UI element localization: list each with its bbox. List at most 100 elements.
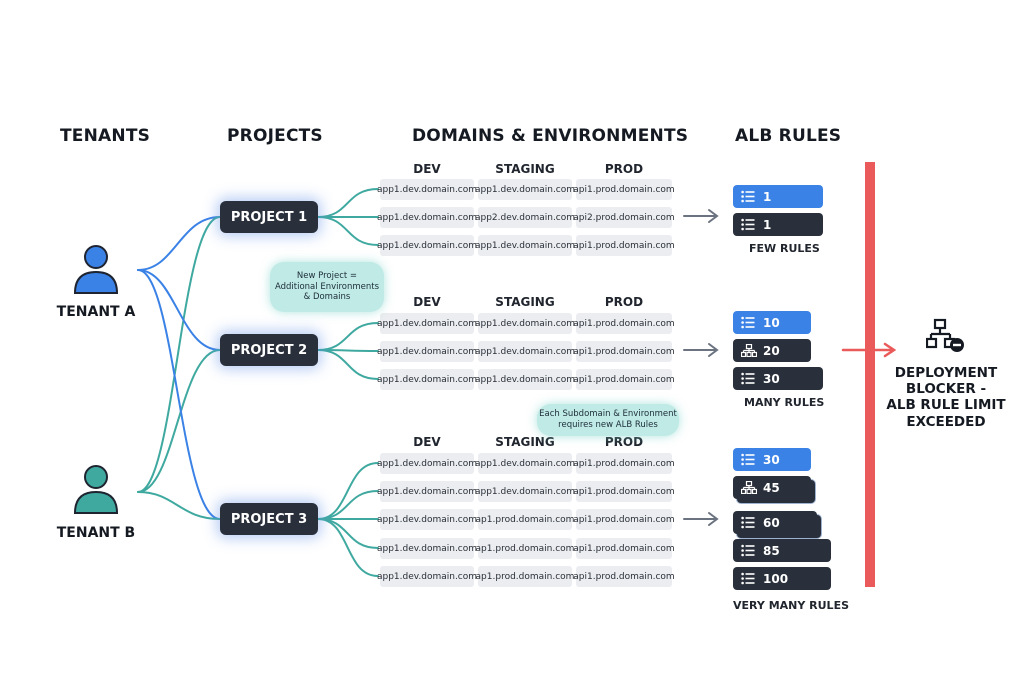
header-alb-rules: ALB RULES <box>735 126 842 146</box>
alb-rule-badge: 45 <box>733 476 811 499</box>
rules-arrow-head <box>708 209 719 223</box>
rules-caption: VERY MANY RULES <box>733 599 849 612</box>
domain-cell: app1.dev.domain.com <box>377 207 477 228</box>
domain-cell: app1.dev.domain.com <box>377 538 477 559</box>
domain-cell: app1.dev.domain.com <box>377 235 477 256</box>
alb-rule-badge: 30 <box>733 367 823 390</box>
domain-cell: ap1.prod.domain.com <box>476 566 574 587</box>
list-icon <box>741 453 755 469</box>
alb-rule-badge: 85 <box>733 539 831 562</box>
callout-each-subdomain-text: Each Subdomain & Environment requires ne… <box>539 409 677 430</box>
callout-new-project: New Project = Additional Environments & … <box>270 262 384 312</box>
alb-rule-count: 30 <box>763 452 780 467</box>
alb-rule-count: 20 <box>763 343 780 358</box>
domain-cell: api1.prod.domain.com <box>573 179 675 200</box>
list-icon <box>741 544 755 560</box>
domain-cell: app1.dev.domain.com <box>377 509 477 530</box>
domain-cell: ap1.prod.domain.com <box>476 509 574 530</box>
env-header-prod: PROD <box>604 435 644 449</box>
project-domain-connector <box>317 518 379 577</box>
list-icon <box>741 218 755 234</box>
project-domain-connector <box>317 518 379 549</box>
domain-cell: api1.prod.domain.com <box>573 235 675 256</box>
domain-cell: app1.dev.domain.com <box>475 453 575 474</box>
domain-cell: app1.dev.domain.com <box>377 313 477 334</box>
alb-rule-count: 30 <box>763 371 780 386</box>
list-icon <box>741 572 755 588</box>
tenant-a-icon <box>72 243 120 300</box>
tenant-a-connector <box>137 216 221 271</box>
domain-cell: app1.dev.domain.com <box>475 235 575 256</box>
tenant-b-connector <box>137 216 221 493</box>
env-header-staging: STAGING <box>495 295 555 309</box>
alb-rule-count: 100 <box>763 571 789 586</box>
domain-cell: app1.dev.domain.com <box>475 179 575 200</box>
rules-caption: FEW RULES <box>749 242 820 255</box>
rules-caption: MANY RULES <box>744 396 825 409</box>
project-domain-connector <box>317 322 379 351</box>
domain-cell: app1.dev.domain.com <box>377 453 477 474</box>
alb-rule-badge: 1 <box>733 213 823 236</box>
domain-cell: app1.dev.domain.com <box>475 341 575 362</box>
hierarchy-blocked-icon <box>925 318 966 359</box>
hierarchy-icon <box>740 343 758 360</box>
domain-cell: api1.prod.domain.com <box>573 341 675 362</box>
project-domain-connector <box>317 349 379 380</box>
deployment-blocker-label: DEPLOYMENT BLOCKER - ALB RULE LIMIT EXCE… <box>886 365 1006 430</box>
project-domain-connector <box>317 490 379 520</box>
env-header-dev: DEV <box>413 162 441 176</box>
list-icon <box>741 372 755 388</box>
hierarchy-icon <box>740 480 758 497</box>
project-domain-connector <box>317 462 379 520</box>
blocker-arrow-head <box>883 342 897 358</box>
domain-cell: app1.dev.domain.com <box>377 341 477 362</box>
list-icon <box>741 516 755 532</box>
domain-cell: api1.prod.domain.com <box>573 538 675 559</box>
domain-cell: ap1.prod.domain.com <box>476 538 574 559</box>
domain-cell: app1.dev.domain.com <box>475 369 575 390</box>
alb-rule-badge: 10 <box>733 311 811 334</box>
env-header-staging: STAGING <box>495 162 555 176</box>
project-1-node[interactable]: PROJECT 1 <box>220 201 318 233</box>
alb-rule-badge: 60 <box>733 511 817 534</box>
alb-rule-count: 1 <box>763 189 772 204</box>
alb-rule-count: 45 <box>763 480 780 495</box>
domain-cell: app2.dev.domain.com <box>475 207 575 228</box>
tenant-a-label: TENANT A <box>56 304 136 320</box>
tenant-a-connector <box>137 269 221 351</box>
domain-cell: app1.dev.domain.com <box>377 566 477 587</box>
alb-rule-count: 60 <box>763 515 780 530</box>
project-domain-connector <box>317 188 379 218</box>
domain-cell: api1.prod.domain.com <box>573 453 675 474</box>
header-projects: PROJECTS <box>227 126 323 146</box>
domain-cell: api2.prod.domain.com <box>573 207 675 228</box>
domain-cell: api1.prod.domain.com <box>573 566 675 587</box>
domain-cell: app1.dev.domain.com <box>377 179 477 200</box>
tenant-a-connector <box>137 269 221 520</box>
domain-cell: app1.dev.domain.com <box>475 313 575 334</box>
domain-cell: api1.prod.domain.com <box>573 509 675 530</box>
project-domain-connector <box>317 216 379 246</box>
domain-cell: app1.dev.domain.com <box>377 369 477 390</box>
callout-each-subdomain: Each Subdomain & Environment requires ne… <box>537 404 679 436</box>
domain-cell: app1.dev.domain.com <box>377 481 477 502</box>
alb-rule-badge: 1 <box>733 185 823 208</box>
domain-cell: app1.dev.domain.com <box>475 481 575 502</box>
alb-rule-count: 10 <box>763 315 780 330</box>
project-2-node[interactable]: PROJECT 2 <box>220 334 318 366</box>
domain-cell: api1.prod.domain.com <box>573 481 675 502</box>
project-3-node[interactable]: PROJECT 3 <box>220 503 318 535</box>
header-domains: DOMAINS & ENVIRONMENTS <box>412 126 689 146</box>
header-tenants: TENANTS <box>60 126 151 146</box>
env-header-dev: DEV <box>413 295 441 309</box>
alb-rule-count: 85 <box>763 543 780 558</box>
alb-rule-badge: 100 <box>733 567 831 590</box>
limit-barrier <box>865 162 875 587</box>
list-icon <box>741 316 755 332</box>
tenant-b-icon <box>72 463 120 520</box>
env-header-dev: DEV <box>413 435 441 449</box>
list-icon <box>741 190 755 206</box>
rules-arrow-head <box>708 512 719 526</box>
tenant-b-connector <box>137 349 221 493</box>
